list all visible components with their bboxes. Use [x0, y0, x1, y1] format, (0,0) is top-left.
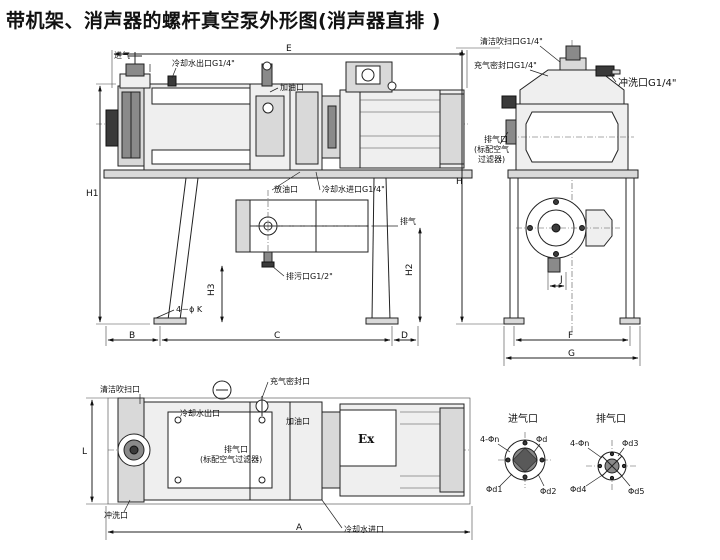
dim-a-label: A [296, 523, 303, 533]
exhaust-flange-title: 排气口 [596, 412, 626, 425]
inlet-flange-title: 进气口 [508, 412, 538, 425]
label-cooling-water-in: 冷却水进口G1/4" [322, 184, 385, 194]
side-label-flush: 冲洗口G1/4" [618, 76, 676, 89]
dim-d-label: D [401, 331, 408, 341]
exhaust-d3-label: Φd3 [622, 439, 638, 448]
dim-h-label: H [456, 177, 463, 187]
side-label-purge: 清洁吹扫口G1/4" [480, 36, 543, 46]
exhaust-holes-label: 4-Φn [570, 439, 589, 448]
exhaust-d4-label: Φd4 [570, 485, 586, 494]
top-label-cooling-water-in: 冷却水进口 [344, 524, 384, 534]
top-label-purge: 清洁吹扫口 [100, 384, 140, 394]
dim-e-label: E [286, 44, 292, 54]
dim-b-label: B [129, 331, 135, 341]
inlet-flange-detail: 进气口 4-Φn Φd Φd1 Φd2 [480, 412, 556, 496]
top-label-air-filter: (标配空气过滤器) [200, 454, 262, 464]
dim-h3-label: H3 [207, 284, 217, 297]
dim-c-label: C [274, 331, 280, 341]
label-cooling-water-out: 冷却水出口G1/4" [172, 58, 235, 68]
dim-h1-label: H1 [86, 189, 99, 199]
exhaust-flange-detail: 排气口 4-Φn Φd3 Φd4 Φd5 [570, 412, 644, 496]
gear-cover [105, 109, 119, 147]
inlet-d2-label: Φd2 [540, 487, 556, 496]
top-label-oil-fill: 加油口 [286, 416, 310, 426]
dim-g-label: G [568, 349, 575, 359]
label-sewage-drain: 排污口G1/2" [286, 271, 333, 281]
side-label-gas-seal: 充气密封口G1/4" [474, 60, 537, 70]
top-label-gas-seal: 充气密封口 [270, 376, 310, 386]
inlet-holes-label: 4-Φn [480, 435, 499, 444]
label-oil-drain: 放油口 [274, 184, 298, 194]
inlet-d-label: Φd [536, 435, 547, 444]
exhaust-d5-label: Φd5 [628, 487, 644, 496]
dim-j-label: J [559, 275, 563, 285]
page-title: 带机架、消声器的螺杆真空泵外形图(消声器直排 ) [6, 10, 441, 32]
side-label-air-filter: (标配空气 [474, 144, 509, 154]
dim-l-label: L [82, 447, 87, 457]
dim-f-label: F [568, 331, 573, 341]
label-foot-hole: 4－ϕ K [176, 305, 203, 314]
oil-sight-glass [262, 102, 274, 114]
label-oil-fill: 加油口 [280, 82, 304, 92]
top-view: Ex A L 清洁吹扫口 充气密封口 冷却水出口 加油口 排气口 (标配空气过滤… [82, 376, 473, 540]
dim-h2-label: H2 [405, 264, 415, 277]
side-view: H J F G 清洁吹扫口G1/4" 充气密封口G1/4" 冲洗口G1/4" 排… [456, 36, 676, 366]
top-label-exhaust-port: 排气口 [224, 444, 248, 454]
base-frame [103, 169, 473, 179]
inlet-d1-label: Φd1 [486, 485, 502, 494]
top-label-cooling-water-out: 冷却水出口 [180, 408, 220, 418]
label-inlet: 进气 [114, 50, 130, 60]
ex-mark: Ex [358, 432, 375, 446]
front-view: E [86, 44, 473, 346]
top-label-flush: 冲洗口 [104, 510, 128, 520]
side-label-air-filter-2: 过滤器) [478, 154, 505, 164]
label-exhaust: 排气 [400, 216, 416, 226]
side-label-exhaust-port: 排气口 [484, 134, 508, 144]
